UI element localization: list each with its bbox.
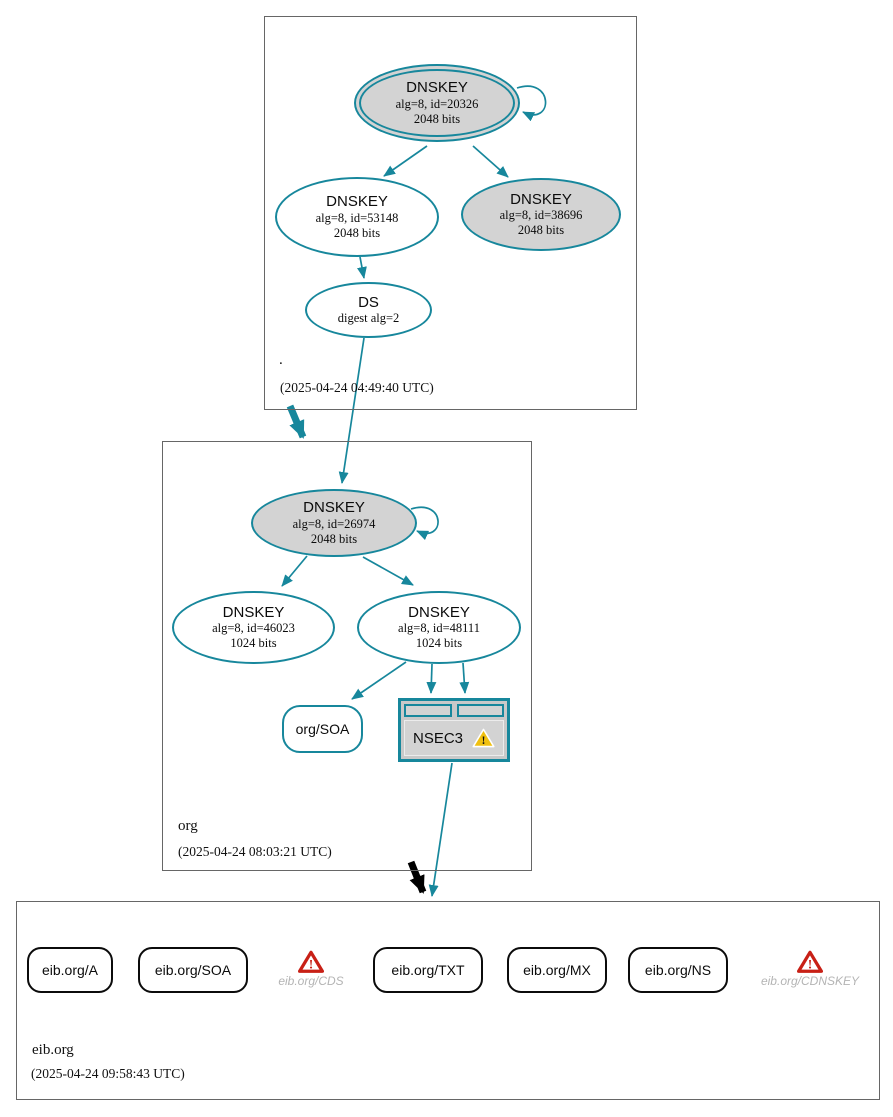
node-title: DNSKEY [303, 499, 365, 517]
error-label: eib.org/CDNSKEY [760, 974, 860, 988]
node-title: DNSKEY [408, 603, 470, 621]
dnskey-node-org-ksk[interactable]: DNSKEY alg=8, id=26974 2048 bits [251, 489, 417, 557]
error-icon: ! [797, 950, 823, 973]
node-title: DNSKEY [326, 193, 388, 211]
dnskey-node-root-zsk[interactable]: DNSKEY alg=8, id=53148 2048 bits [275, 177, 439, 257]
zone-name-org: org [178, 818, 198, 834]
node-detail: 2048 bits [517, 223, 565, 238]
node-detail: alg=8, id=48111 [398, 621, 480, 636]
node-detail: 2048 bits [333, 225, 381, 240]
node-detail: 2048 bits [310, 531, 358, 546]
node-detail: digest alg=2 [337, 311, 400, 326]
nsec3-header-row [404, 704, 504, 717]
nsec3-header-cell [404, 704, 452, 717]
error-label: eib.org/CDS [278, 974, 344, 988]
edge-root-to-org-delegation [286, 404, 307, 439]
rrset-label: eib.org/A [41, 962, 99, 978]
rrset-node-eib-txt[interactable]: eib.org/TXT [373, 947, 483, 993]
node-detail: alg=8, id=26974 [292, 516, 376, 531]
dnskey-node-root-ksk[interactable]: DNSKEY alg=8, id=20326 2048 bits [354, 64, 520, 142]
zone-name-eib: eib.org [32, 1042, 74, 1058]
ds-node-root[interactable]: DS digest alg=2 [305, 282, 432, 338]
node-detail: alg=8, id=46023 [212, 621, 295, 636]
rrset-node-eib-ns[interactable]: eib.org/NS [628, 947, 728, 993]
error-node-eib-cds[interactable]: ! eib.org/CDS [263, 950, 359, 988]
dnskey-node-org-zsk2[interactable]: DNSKEY alg=8, id=48111 1024 bits [357, 591, 521, 664]
svg-text:!: ! [808, 957, 812, 972]
rrset-label: eib.org/MX [523, 962, 591, 978]
zone-box-eib [16, 901, 880, 1100]
node-title: DNSKEY [510, 190, 572, 208]
rrset-label: eib.org/NS [644, 962, 712, 978]
node-title: DNSKEY [406, 79, 468, 97]
nsec3-body: NSEC3 ! [404, 720, 504, 756]
rrset-label: eib.org/TXT [391, 962, 465, 978]
rrset-node-eib-a[interactable]: eib.org/A [27, 947, 113, 993]
error-node-eib-cdnskey[interactable]: ! eib.org/CDNSKEY [750, 950, 870, 988]
node-detail: alg=8, id=20326 [395, 96, 479, 111]
node-detail: 1024 bits [415, 636, 463, 651]
zone-timestamp-root: (2025-04-24 04:49:40 UTC) [280, 380, 434, 395]
rrset-node-eib-mx[interactable]: eib.org/MX [507, 947, 607, 993]
zone-box-org [162, 441, 532, 871]
rrset-label: eib.org/SOA [154, 962, 232, 978]
zone-timestamp-org: (2025-04-24 08:03:21 UTC) [178, 844, 332, 859]
zone-timestamp-eib: (2025-04-24 09:58:43 UTC) [31, 1066, 185, 1081]
dnskey-node-root-key2[interactable]: DNSKEY alg=8, id=38696 2048 bits [461, 178, 621, 251]
zone-box-root [264, 16, 637, 410]
nsec3-label: NSEC3 [412, 729, 464, 747]
rrset-node-org-soa[interactable]: org/SOA [282, 705, 363, 753]
warning-icon: ! [472, 728, 495, 748]
svg-text:!: ! [309, 957, 313, 972]
error-icon: ! [298, 950, 324, 973]
svg-text:!: ! [482, 735, 486, 747]
nsec3-header-cell [456, 704, 504, 717]
node-detail: 1024 bits [230, 636, 277, 651]
node-detail: 2048 bits [413, 111, 461, 126]
node-title: DS [358, 293, 379, 311]
zone-name-root: . [279, 352, 283, 368]
node-title: DNSKEY [222, 603, 285, 621]
node-detail: alg=8, id=38696 [499, 208, 583, 223]
dnskey-node-org-zsk1[interactable]: DNSKEY alg=8, id=46023 1024 bits [172, 591, 335, 664]
rrset-label: org/SOA [295, 721, 350, 737]
rrset-node-eib-soa[interactable]: eib.org/SOA [138, 947, 248, 993]
nsec3-node[interactable]: NSEC3 ! [398, 698, 510, 762]
node-detail: alg=8, id=53148 [315, 210, 399, 225]
